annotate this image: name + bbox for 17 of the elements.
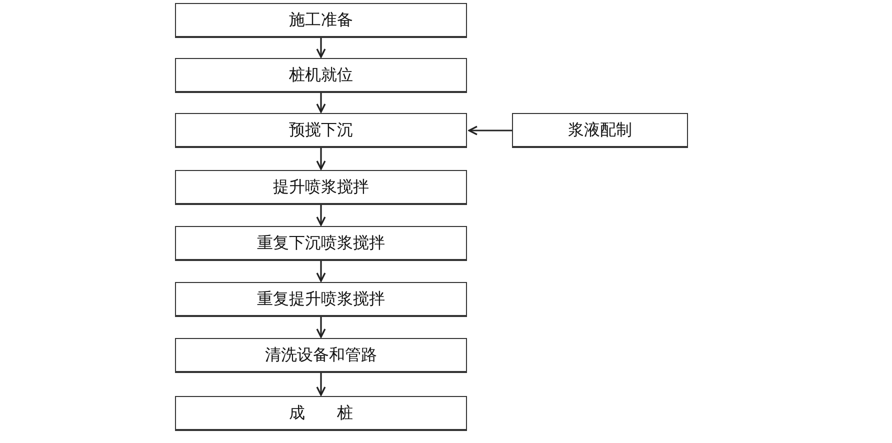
arrow [316,205,326,226]
arrow [316,261,326,282]
arrow [316,148,326,170]
process-box: 清洗设备和管路 [175,338,467,373]
arrow [316,373,326,396]
process-box: 重复下沉喷浆搅拌 [175,226,467,261]
arrow [316,93,326,113]
process-box: 重复提升喷浆搅拌 [175,282,467,317]
arrow [468,126,512,136]
arrow [316,317,326,338]
process-box: 预搅下沉 [175,113,467,148]
arrow [316,38,326,58]
process-box: 施工准备 [175,3,467,38]
process-box: 桩机就位 [175,58,467,93]
process-box: 成 桩 [175,396,467,431]
process-box: 浆液配制 [512,113,688,148]
process-box: 提升喷浆搅拌 [175,170,467,205]
